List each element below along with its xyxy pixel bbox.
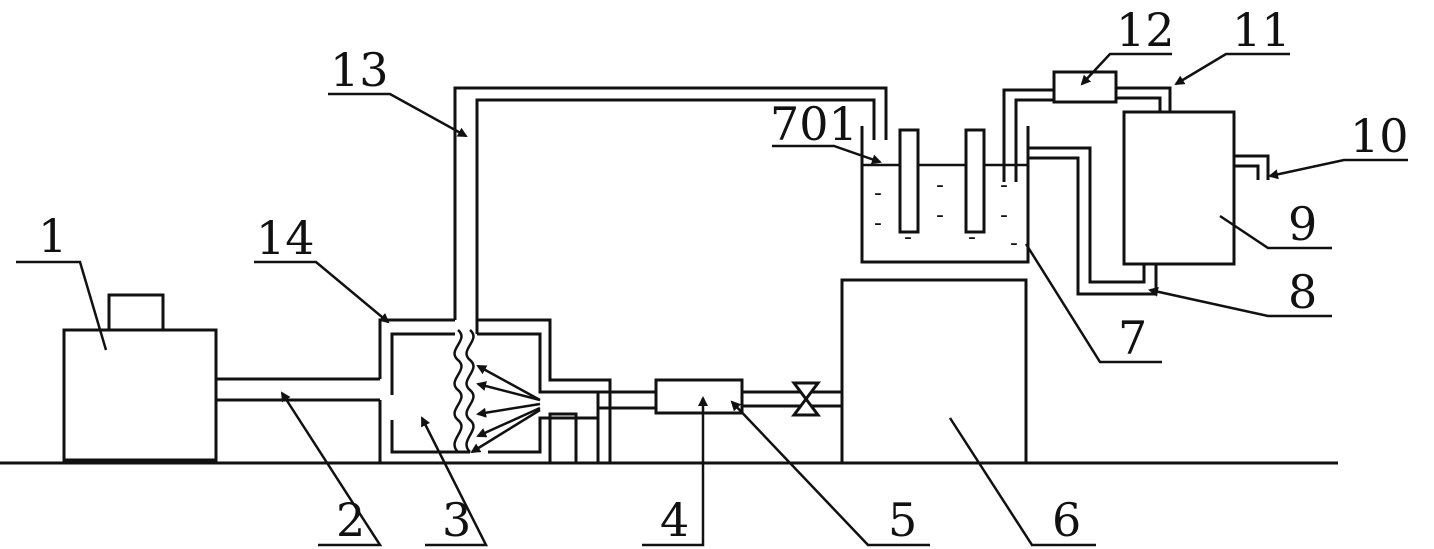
label-8: 8 [1288,265,1317,319]
valve-icon [791,381,821,417]
svg-text:-: - [968,225,976,250]
label-14: 14 [256,211,315,265]
component-8-pipe [1028,146,1158,296]
svg-text:-: - [904,225,912,250]
svg-text:-: - [1000,203,1008,228]
svg-text:-: - [874,181,882,206]
component-6-tank [840,278,1028,465]
component-7-vessel: - - - - - - - - - [860,126,1030,264]
component-1-unit [62,293,218,462]
component-3-chamber [378,318,612,463]
svg-text:-: - [874,211,882,236]
svg-text:-: - [936,203,944,228]
component-2-pipe [216,377,380,402]
leader-lines [16,52,1408,547]
label-10: 10 [1350,109,1409,163]
label-6: 6 [1052,493,1081,547]
component-9-collector [1122,110,1236,266]
label-12: 12 [1116,3,1175,57]
label-4: 4 [660,493,689,547]
label-9: 9 [1288,197,1317,251]
svg-text:-: - [936,173,944,198]
component-5-meter [654,378,744,415]
svg-text:-: - [1010,231,1018,256]
label-701: 701 [770,97,858,151]
component-13-return-pipe [453,86,888,334]
label-2: 2 [336,493,365,547]
label-1: 1 [38,209,67,263]
label-7: 7 [1118,311,1147,365]
outlet-pipe [598,390,842,410]
label-5: 5 [888,493,917,547]
svg-text:-: - [1000,173,1008,198]
label-11: 11 [1232,3,1291,57]
component-10-outlet [1234,154,1270,180]
label-13: 13 [330,43,389,97]
label-3: 3 [442,493,471,547]
